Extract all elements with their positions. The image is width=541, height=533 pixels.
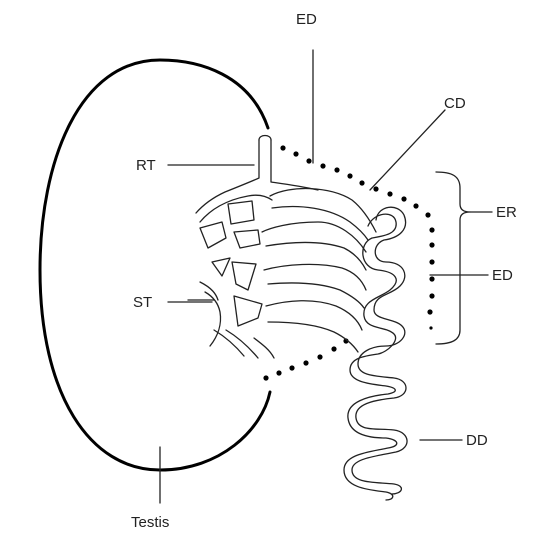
label-cd: CD	[444, 95, 466, 112]
efferent-ductules	[262, 189, 376, 352]
label-ed-top: ED	[296, 11, 317, 28]
label-ed-right: ED	[492, 267, 513, 284]
dotted-boundary	[263, 145, 434, 380]
label-rt: RT	[136, 157, 156, 174]
er-bracket	[436, 172, 470, 344]
testis-outline	[40, 60, 270, 470]
label-er: ER	[496, 204, 517, 221]
label-st: ST	[133, 294, 152, 311]
epididymal-duct-coil	[344, 207, 407, 500]
label-dd: DD	[466, 432, 488, 449]
label-testis: Testis	[131, 514, 169, 531]
cd-leader	[370, 110, 445, 190]
rete-testis-network	[188, 136, 318, 359]
